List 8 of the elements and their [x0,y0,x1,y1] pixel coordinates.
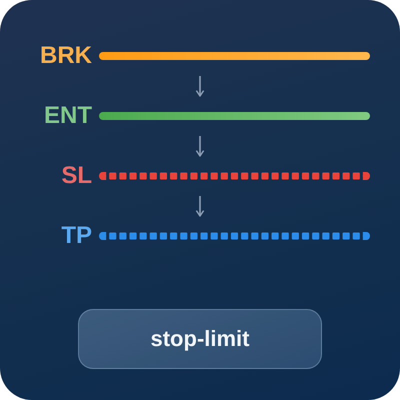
level-label: ENT [44,102,92,130]
level-label: BRK [40,42,92,70]
level-label: TP [61,222,92,250]
title-button: stop-limit [78,309,322,369]
arrow [196,196,204,217]
arrow [196,136,204,157]
level-label: SL [61,162,92,190]
arrow [196,76,204,97]
